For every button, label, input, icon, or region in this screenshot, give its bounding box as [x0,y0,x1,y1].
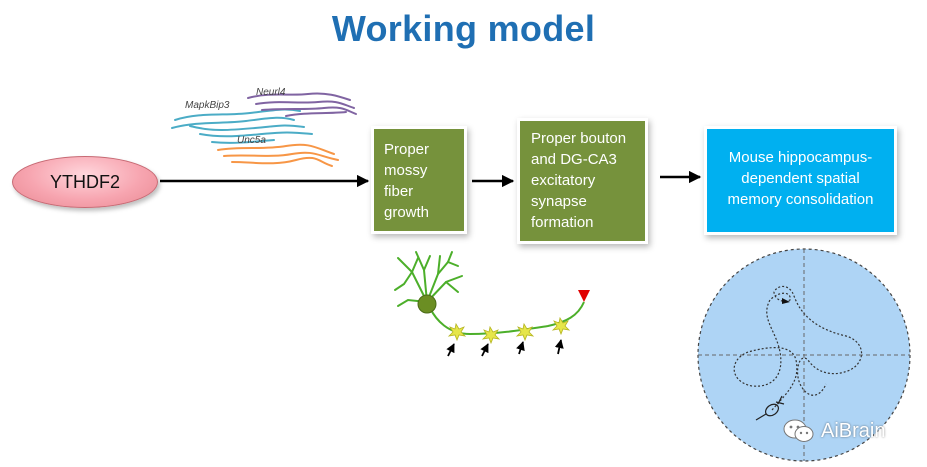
water-maze-illustration [697,248,911,462]
step-synapse-formation-box: Proper bouton and DG-CA3 excitatory syna… [520,121,645,241]
neuron-axon [429,301,585,336]
step-memory-box: Mouse hippocampus- dependent spatial mem… [707,129,894,232]
step3-line3: memory consolidation [727,191,874,208]
gene-label-unc5a: Unc5a [237,135,266,146]
bouton-pointer-arrows [446,339,564,357]
watermark-text: AiBrain [821,419,886,442]
step2-line1: Proper bouton [531,130,627,147]
step1-line3: fiber [384,183,414,200]
neuron-illustration [394,251,590,357]
step-mossy-fiber-box: Proper mossy fiber growth [374,129,464,231]
platform-marker [782,298,790,304]
page-title: Working model [331,8,596,49]
ythdf2-label: YTHDF2 [49,171,120,192]
target-triangle [578,290,590,302]
mouse-icon [755,395,785,421]
bouton-markers [447,316,571,345]
step1-line4: growth [384,204,430,221]
step3-line2: dependent spatial [741,170,860,187]
step2-line3: excitatory [531,172,596,189]
gene-neurl4-strands [247,92,357,117]
step2-line5: formation [531,214,594,231]
gene-unc5a-strands [217,143,339,167]
neuron-soma [417,294,437,314]
step1-line2: mossy [384,162,428,179]
swim-path [733,285,863,411]
gene-label-neurl4: Neurl4 [256,87,286,98]
step3-line1: Mouse hippocampus- [728,149,873,166]
wechat-icon [783,419,814,442]
neuron-dendrites [394,251,463,307]
step2-line2: and DG-CA3 [531,151,617,168]
watermark: AiBrain [783,418,885,444]
step2-line4: synapse [531,193,587,210]
gene-label-mapkbip3: MapkBip3 [185,100,230,111]
ythdf2-node: YTHDF2 [12,156,158,208]
step1-line1: Proper [384,141,430,158]
